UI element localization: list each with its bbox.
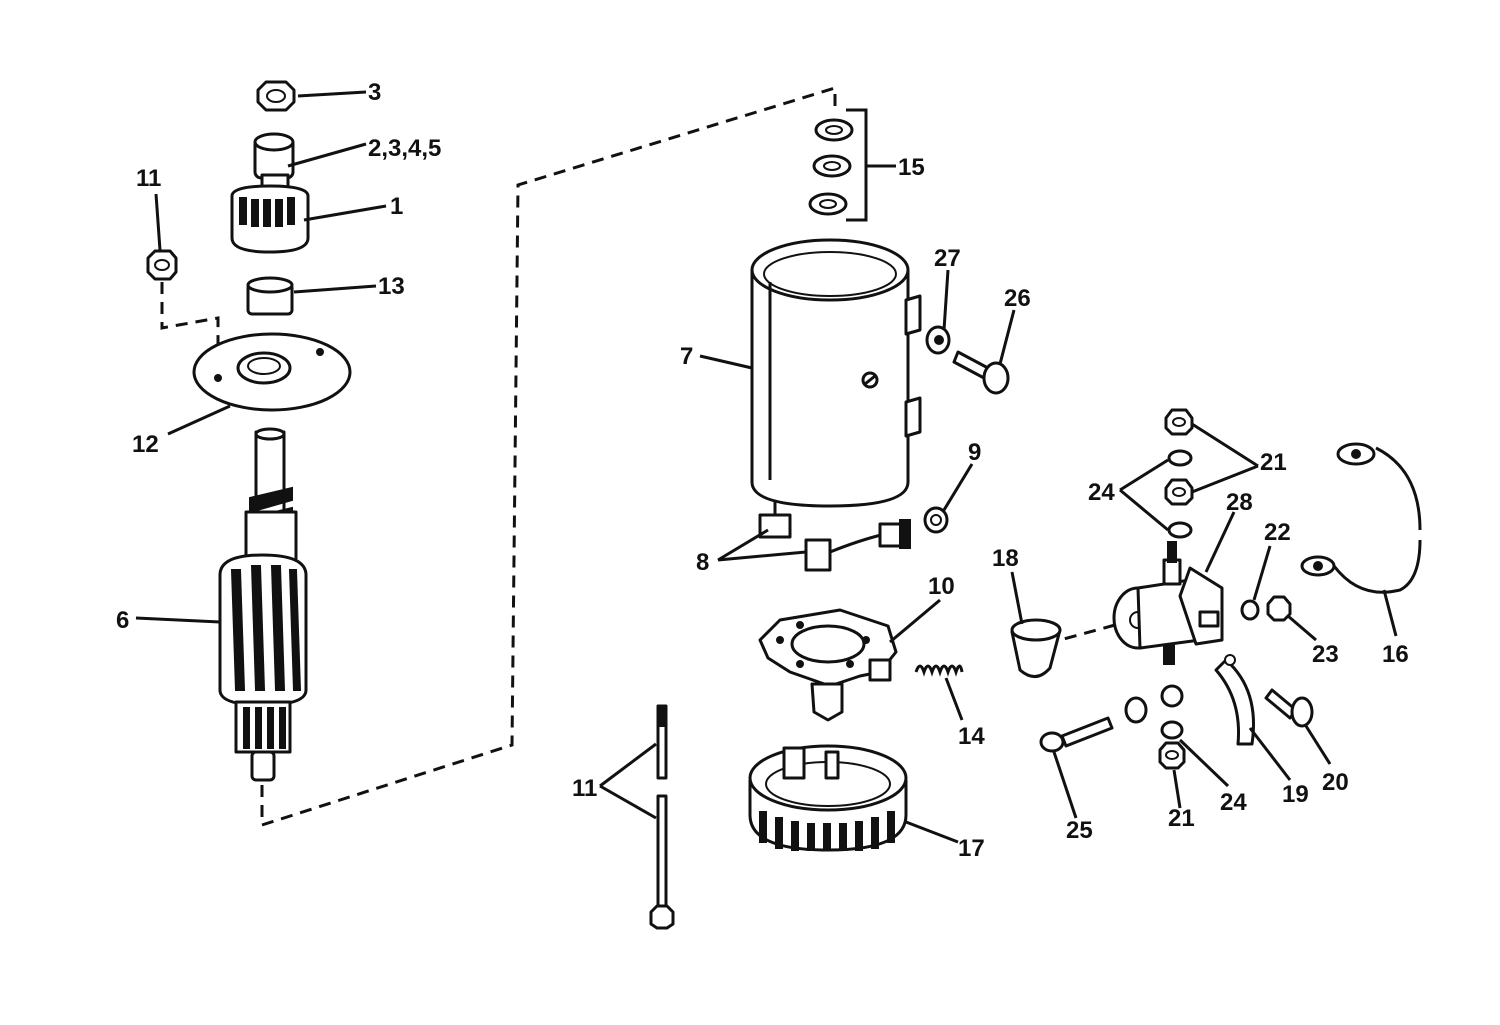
nut-part-21-mid	[1164, 478, 1194, 506]
callout-25: 25	[1066, 817, 1093, 844]
solenoid-part-28	[1112, 541, 1224, 665]
callout-18: 18	[992, 545, 1019, 572]
callout-2-3-4-5: 2,3,4,5	[368, 135, 441, 162]
callout-15: 15	[898, 154, 925, 181]
nut-part-9	[923, 506, 949, 534]
field-frame-part-7	[750, 238, 922, 508]
callout-labels: 3 2,3,4,5 1 11 13 12 6 15 7 27 26 9 8 10…	[116, 79, 1409, 862]
nut-part-23	[1266, 595, 1292, 622]
brush-holder-part-10	[758, 608, 898, 722]
drive-gear-part-1	[230, 132, 310, 254]
callout-9: 9	[968, 439, 981, 466]
nut-part-21-top	[1164, 408, 1194, 436]
thru-bolts-part-11	[649, 704, 675, 930]
callout-8: 8	[696, 549, 709, 576]
callout-21-bottom: 21	[1168, 805, 1195, 832]
washer-part-27	[925, 325, 951, 355]
armature-part-6	[218, 427, 308, 782]
end-plate-part-12	[192, 332, 352, 412]
callout-13: 13	[378, 273, 405, 300]
callout-23: 23	[1312, 641, 1339, 668]
washer-part-24-mid	[1167, 521, 1193, 539]
nut-part-22	[1240, 599, 1260, 621]
callout-6: 6	[116, 607, 129, 634]
bracket-part-19	[1214, 654, 1256, 746]
callout-11-bolts: 11	[572, 775, 597, 802]
callout-1: 1	[390, 193, 403, 220]
callout-28: 28	[1226, 489, 1253, 516]
nut-part-11-top	[146, 249, 178, 281]
terminal-lead-part-25	[1039, 684, 1184, 753]
bushing-part-13	[246, 276, 294, 316]
leader-lines	[135, 90, 1398, 844]
callout-10: 10	[928, 573, 955, 600]
brushes-part-8	[758, 500, 911, 572]
callout-21-top: 21	[1260, 449, 1287, 476]
nut-part-21-bottom	[1158, 741, 1186, 770]
callout-24-bottom: 24	[1220, 789, 1247, 816]
washer-part-24-bottom	[1160, 720, 1184, 740]
nut-part-3	[256, 80, 296, 112]
callout-11-nut: 11	[136, 165, 161, 192]
screw-part-20	[1264, 688, 1314, 728]
boot-part-18	[1010, 618, 1062, 678]
callout-27: 27	[934, 245, 961, 272]
callout-26: 26	[1004, 285, 1031, 312]
callout-19: 19	[1282, 781, 1309, 808]
callout-16: 16	[1382, 641, 1409, 668]
callout-12: 12	[132, 431, 159, 458]
callout-22: 22	[1264, 519, 1291, 546]
bolt-part-26	[952, 350, 1010, 395]
springs-part-14	[914, 664, 964, 677]
washers-part-15	[808, 118, 854, 216]
callout-7: 7	[680, 343, 693, 370]
callout-3: 3	[368, 79, 381, 106]
washer-part-24-top	[1167, 449, 1193, 467]
callout-17: 17	[958, 835, 985, 862]
callout-24-top: 24	[1088, 479, 1115, 506]
end-cap-part-17	[748, 744, 908, 852]
callout-14: 14	[958, 723, 985, 750]
callout-20: 20	[1322, 769, 1349, 796]
cable-part-16	[1300, 442, 1422, 594]
